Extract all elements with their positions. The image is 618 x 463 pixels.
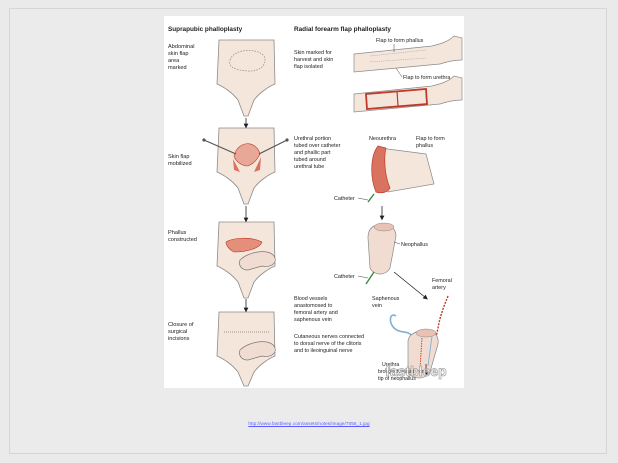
label-flap-phallus-2: Flap to form phallus <box>416 136 446 149</box>
label-neourethra: Neourethra <box>369 136 396 142</box>
watermark-fastbleep: fastbleep <box>385 363 446 379</box>
source-link[interactable]: http://www.fastbleep.com/assets/notes/im… <box>0 421 618 426</box>
arrow-right-2 <box>394 272 426 298</box>
torso-panel-3 <box>217 222 275 298</box>
left-step-2: Skin flap mobilized <box>168 154 192 167</box>
phalloplasty-diagram: Suprapubic phalloplasty Radial forearm f… <box>164 16 464 388</box>
neophallus <box>366 223 396 284</box>
label-neophallus: Neophallus <box>401 242 428 248</box>
torso-panel-2 <box>202 128 288 204</box>
torso-panel-4 <box>217 312 275 386</box>
left-step-4: Closure of surgical incisions <box>168 322 195 342</box>
label-saphenous-vein: Saphenous vein <box>372 296 401 309</box>
left-step-3: Phallus constructed <box>168 230 197 243</box>
forearm-2 <box>354 76 462 112</box>
torso-panel-1 <box>217 40 275 116</box>
note-urethral: Urethral portion tubed over catheter and… <box>294 136 342 170</box>
phalloplasty-figure: Suprapubic phalloplasty Radial forearm f… <box>164 16 464 388</box>
left-heading: Suprapubic phalloplasty <box>168 26 243 33</box>
label-catheter-2: Catheter <box>334 274 355 280</box>
left-step-1: Abdominal skin flap area marked <box>168 44 196 71</box>
note-harvest: Skin marked for harvest and skin flap is… <box>294 50 335 70</box>
catheter-1 <box>368 194 374 202</box>
saphenous-vein-vessel <box>390 315 412 336</box>
label-femoral-artery: Femoral artery <box>432 278 453 291</box>
label-flap-phallus: Flap to form phallus <box>376 38 424 44</box>
label-flap-urethra: Flap to form urethra <box>403 75 450 81</box>
tubed-flap <box>368 146 434 202</box>
note-nerves: Cutaneous nerves connected to dorsal ner… <box>294 334 366 354</box>
label-catheter-1: Catheter <box>334 196 355 202</box>
note-blood: Blood vessels anastomosed to femoral art… <box>294 296 339 323</box>
right-heading: Radial forearm flap phalloplasty <box>294 26 391 33</box>
